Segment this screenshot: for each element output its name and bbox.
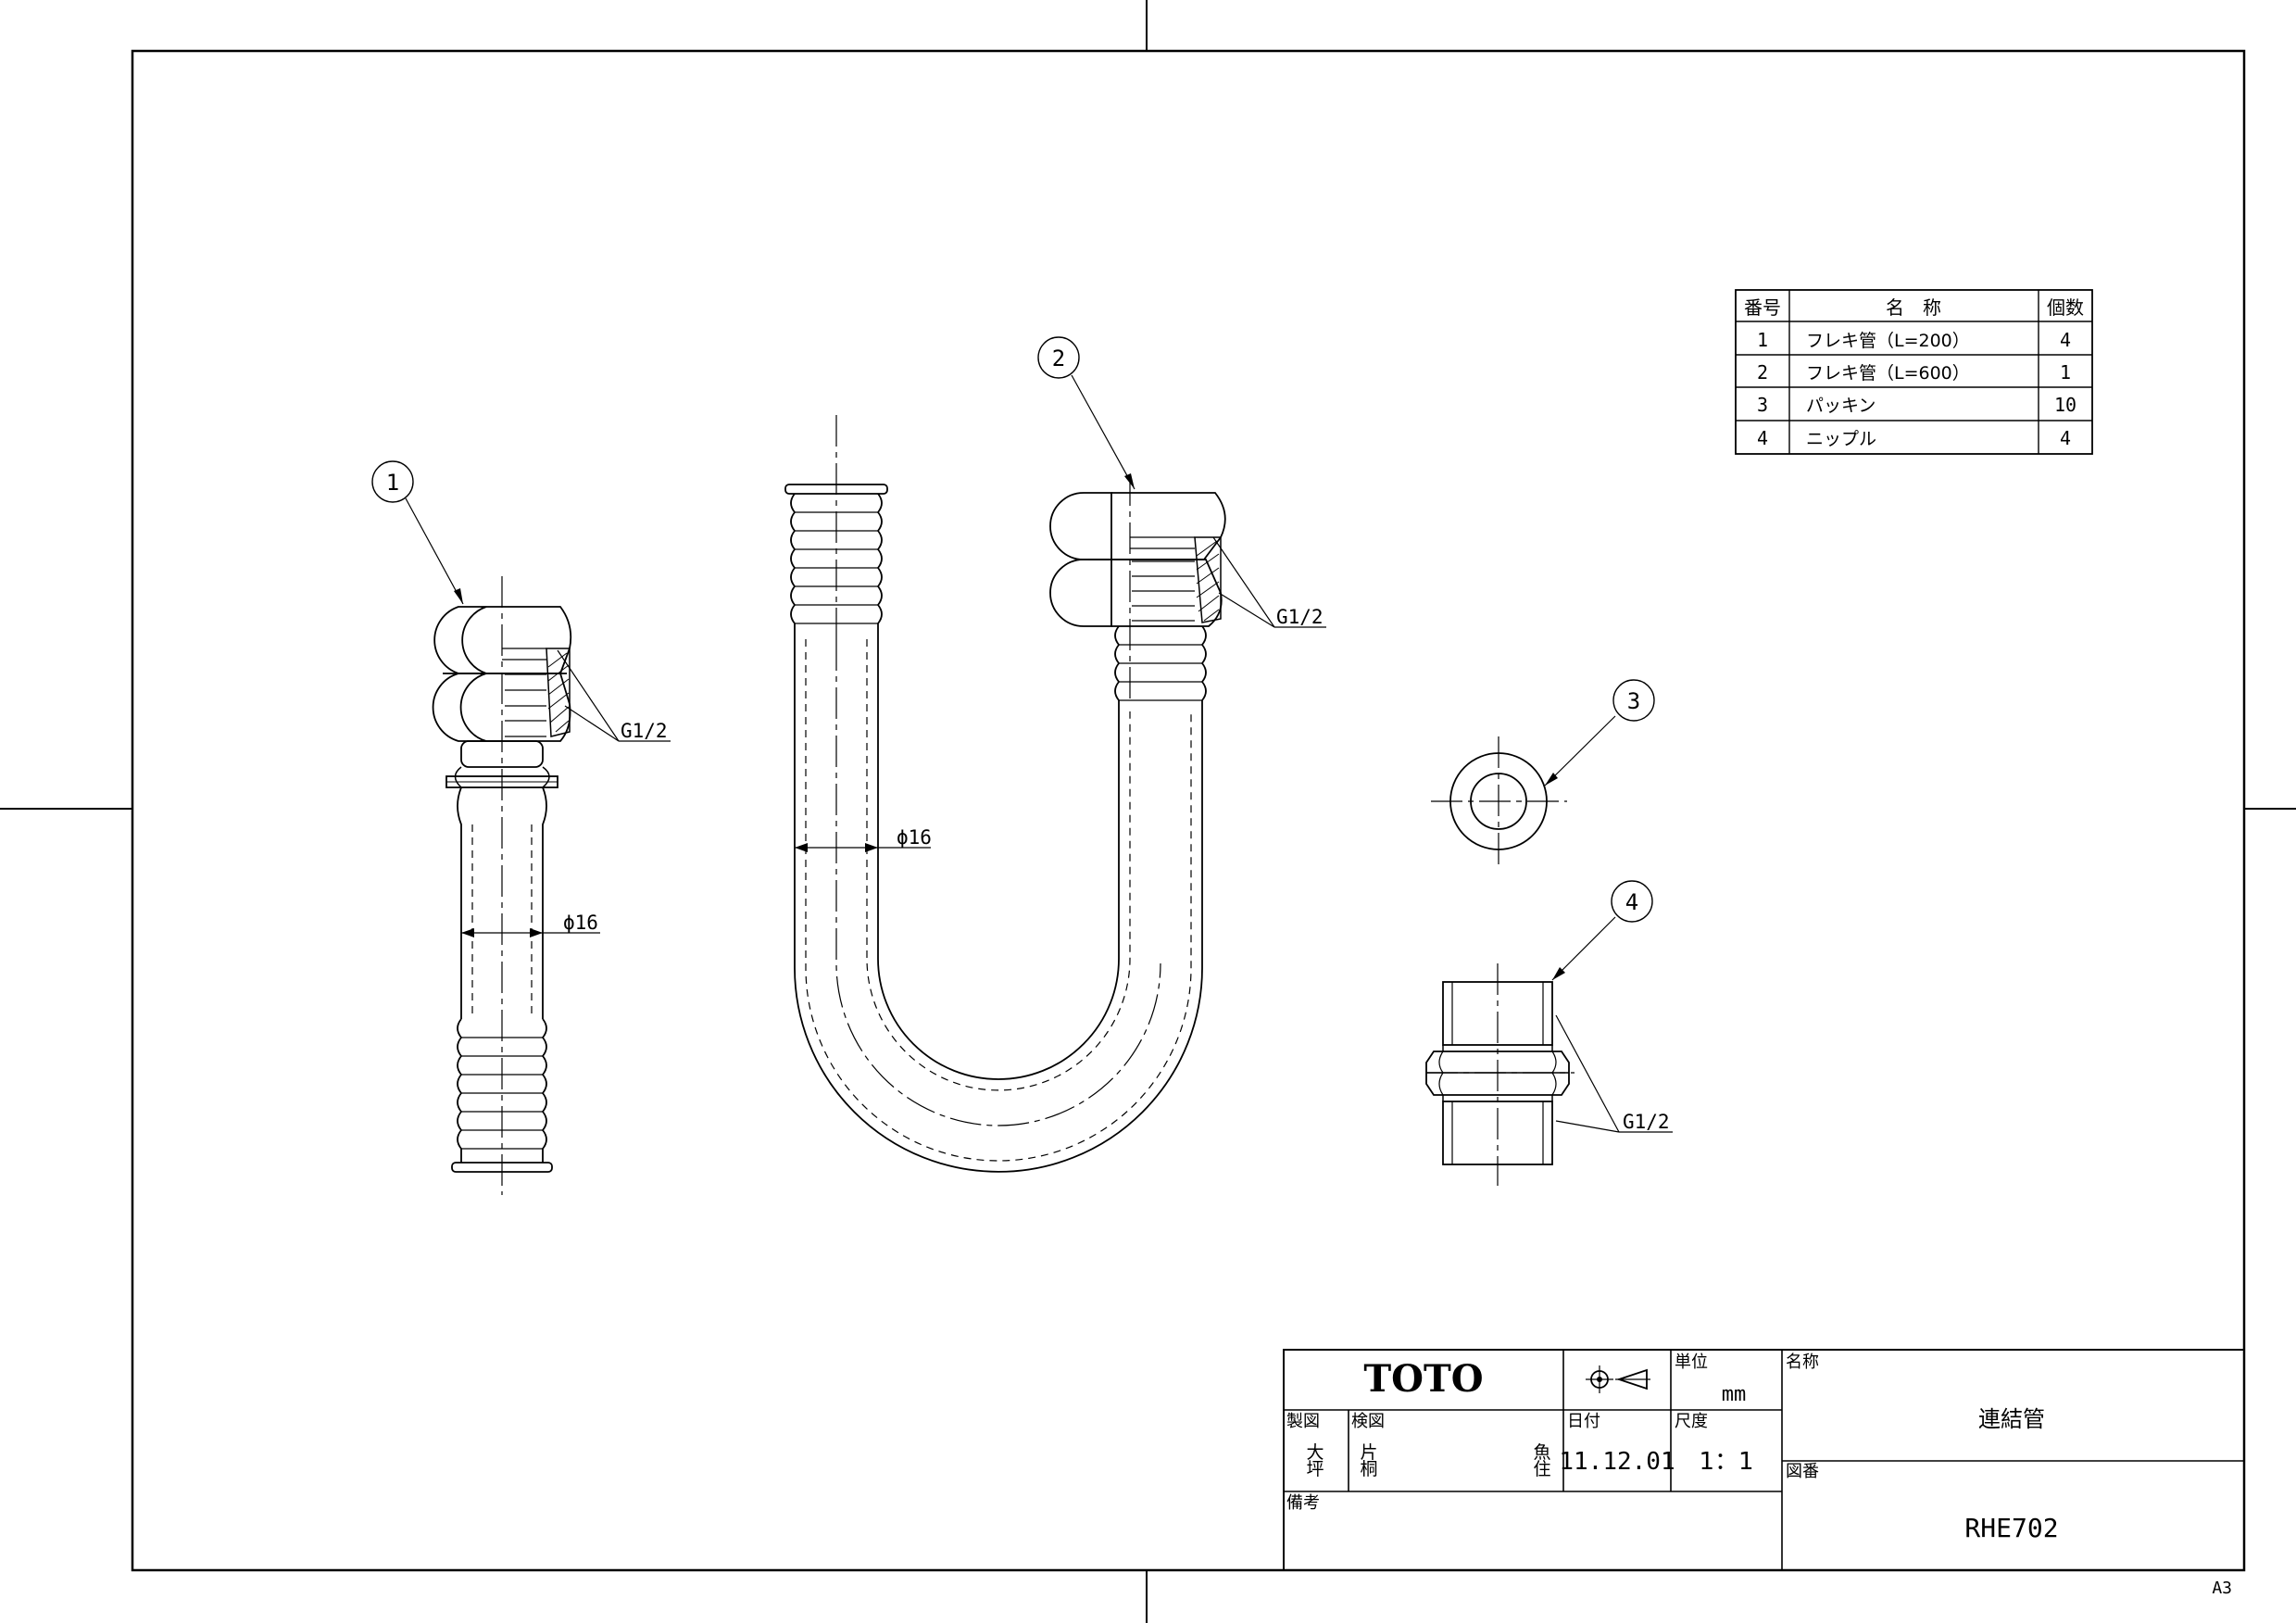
parts-table-header-name: 名 称 <box>1886 296 1941 319</box>
name-label: 名称 <box>1786 1352 1819 1372</box>
table-row-4-name: ニップル <box>1806 429 1876 449</box>
drawn-label: 製図 <box>1286 1412 1320 1431</box>
table-row-3-qty: 10 <box>2054 394 2076 416</box>
parts-table-header-qty: 個数 <box>2047 296 2084 319</box>
scale-label: 尺度 <box>1675 1412 1708 1431</box>
table-row-4-qty: 4 <box>2060 427 2071 449</box>
callout-3-circle <box>1612 679 1655 722</box>
part-1-flex-tube-drawing <box>405 497 671 1195</box>
thread-label-part-1: G1/2 <box>621 720 668 742</box>
diameter-label-part-2: ϕ16 <box>897 826 932 849</box>
table-row-1-name: フレキ管（L=200） <box>1806 331 1970 351</box>
drawing-name: 連結管 <box>1978 1406 2045 1432</box>
callout-2: 2 <box>1052 346 1065 371</box>
table-row-2-name: フレキ管（L=600） <box>1806 363 1970 384</box>
drawn-by-1: 大 <box>1306 1442 1324 1463</box>
parts-table-header-no: 番号 <box>1744 296 1781 319</box>
title-block <box>1283 1349 2245 1571</box>
checked-by-2: 桐 <box>1360 1459 1377 1479</box>
drawing-number-label: 図番 <box>1786 1462 1819 1481</box>
date-value: 11.12.01 <box>1559 1448 1675 1476</box>
callout-3: 3 <box>1627 688 1640 714</box>
table-row-4-no: 4 <box>1757 427 1768 449</box>
drawing-number: RHE702 <box>1964 1513 2058 1543</box>
date-label: 日付 <box>1567 1412 1600 1431</box>
unit-label: 単位 <box>1675 1352 1708 1372</box>
parts-table <box>1735 289 2093 455</box>
table-row-2-no: 2 <box>1757 361 1768 384</box>
toto-logo: TOTO <box>1363 1357 1483 1401</box>
callout-4: 4 <box>1625 889 1638 915</box>
table-row-1-qty: 4 <box>2060 329 2071 351</box>
table-row-2-qty: 1 <box>2060 361 2071 384</box>
part-4-nipple-drawing <box>1425 916 1673 1186</box>
table-row-3-name: パッキン <box>1806 396 1876 416</box>
checked-by-4: 住 <box>1533 1459 1550 1479</box>
thread-label-part-4: G1/2 <box>1623 1111 1670 1133</box>
checked-label: 検図 <box>1351 1412 1385 1431</box>
part-3-packing-drawing <box>1431 715 1616 866</box>
unit-value: mm <box>1722 1383 1747 1406</box>
checked-by-1: 片 <box>1360 1442 1377 1463</box>
remarks-label: 備考 <box>1286 1493 1320 1513</box>
drawn-by-2: 坪 <box>1306 1459 1324 1479</box>
callout-4-circle <box>1611 880 1653 923</box>
callout-1: 1 <box>386 470 399 496</box>
checked-by-3: 魚 <box>1533 1442 1550 1463</box>
scale-value: 1：1 <box>1699 1448 1753 1476</box>
thread-label-part-2: G1/2 <box>1276 606 1324 628</box>
part-2-flex-tube-drawing <box>784 374 1326 1173</box>
diameter-label-part-1: ϕ16 <box>563 912 598 934</box>
table-row-3-no: 3 <box>1757 394 1768 416</box>
table-row-1-no: 1 <box>1757 329 1768 351</box>
sheet-size: A3 <box>2212 1579 2232 1598</box>
callout-1-circle <box>371 460 414 503</box>
callout-2-circle <box>1037 336 1080 379</box>
